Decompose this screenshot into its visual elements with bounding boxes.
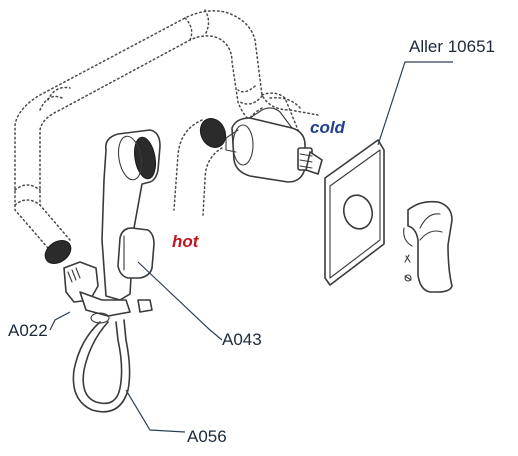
lever-handle [403, 200, 453, 293]
handle-screws [404, 254, 412, 282]
part-label-a022: A022 [8, 321, 48, 340]
hand-shower [101, 129, 161, 301]
wall-elbow-connector [63, 261, 131, 324]
leader-lines [49, 61, 453, 433]
hot-label: hot [172, 232, 200, 251]
hot-supply-pipe [173, 119, 223, 216]
cover-plate [324, 139, 385, 286]
part-label-a043: A043 [222, 330, 262, 349]
pipe-end-hot [199, 117, 227, 149]
product-label: Aller 10651 [409, 37, 495, 56]
cold-label: cold [310, 118, 346, 137]
flexible-hose [72, 319, 131, 413]
concealed-pipe-loop [14, 9, 319, 249]
pipe-end-left [44, 240, 72, 264]
shower-holder-bracket [117, 227, 155, 313]
mixer-cartridge [225, 107, 323, 183]
part-label-a056: A056 [187, 427, 227, 446]
